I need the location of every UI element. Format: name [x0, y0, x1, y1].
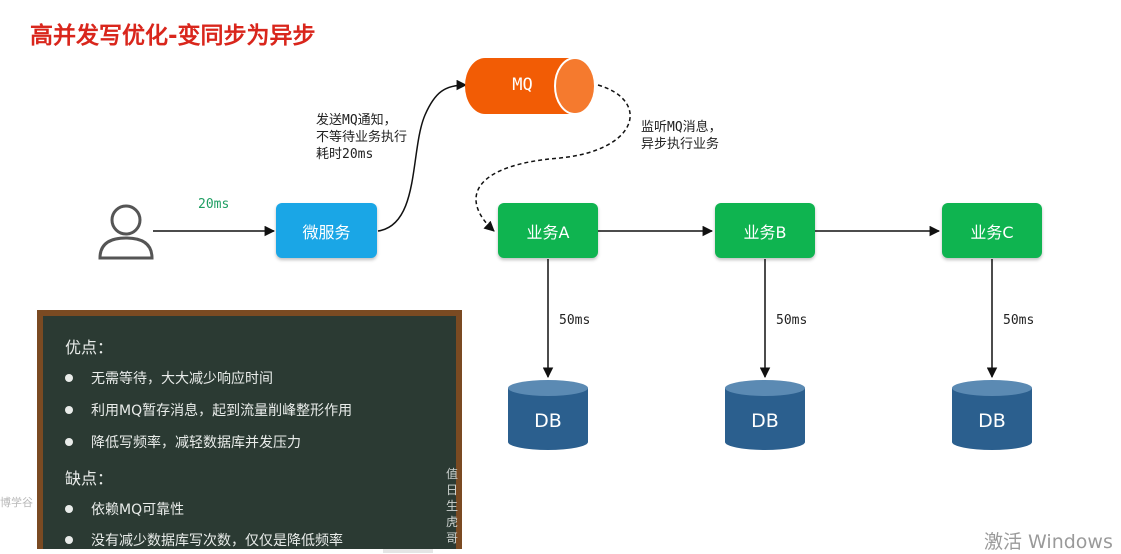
- pros-item: 降低写频率，减轻数据库并发压力: [65, 432, 301, 452]
- label-b-to-db: 50ms: [776, 313, 808, 328]
- db-cylinder-c: [952, 380, 1032, 450]
- label-send-mq-1: 发送MQ通知，: [316, 113, 397, 128]
- board-signature: 值日生虎哥: [445, 467, 458, 545]
- watermark-left: 博学谷: [0, 496, 33, 509]
- chalk-piece: [383, 549, 433, 553]
- label-send-mq-3: 耗时20ms: [316, 147, 374, 162]
- db-cylinder-a: [508, 380, 588, 450]
- mq-queue: [465, 57, 596, 115]
- pros-cons-board: 优点： 无需等待，大大减少响应时间 利用MQ暂存消息，起到流量削峰整形作用 降低…: [37, 310, 462, 553]
- bullet-icon: [65, 505, 73, 513]
- business-c-label: 业务C: [970, 222, 1014, 242]
- db-c-label: DB: [978, 410, 1006, 432]
- label-listen-1: 监听MQ消息，: [641, 120, 722, 135]
- db-a-label: DB: [534, 410, 562, 432]
- microservice-node: 微服务: [276, 203, 377, 258]
- business-c-node: 业务C: [942, 203, 1042, 258]
- cons-heading: 缺点：: [65, 469, 114, 488]
- label-a-to-db: 50ms: [559, 313, 591, 328]
- cons-item: 依赖MQ可靠性: [65, 499, 184, 519]
- microservice-label: 微服务: [302, 222, 351, 242]
- user-icon: [98, 204, 154, 260]
- business-b-label: 业务B: [743, 222, 787, 242]
- business-a-label: 业务A: [526, 222, 570, 242]
- pros-heading: 优点：: [65, 338, 114, 357]
- pros-item: 利用MQ暂存消息，起到流量削峰整形作用: [65, 400, 352, 420]
- db-cylinder-b: [725, 380, 805, 450]
- mq-label: MQ: [512, 75, 533, 95]
- windows-activation-watermark: 激活 Windows: [984, 531, 1113, 553]
- bullet-icon: [65, 406, 73, 414]
- business-a-node: 业务A: [498, 203, 598, 258]
- label-send-mq-2: 不等待业务执行: [316, 130, 408, 145]
- bullet-icon: [65, 536, 73, 544]
- business-b-node: 业务B: [715, 203, 815, 258]
- bullet-icon: [65, 438, 73, 446]
- db-b-label: DB: [751, 410, 779, 432]
- arrow-mq-to-business-a: [475, 84, 631, 232]
- bullet-icon: [65, 374, 73, 382]
- pros-item: 无需等待，大大减少响应时间: [65, 368, 273, 388]
- cons-item: 没有减少数据库写次数，仅仅是降低频率: [65, 530, 343, 550]
- arrow-service-to-mq: [377, 79, 468, 232]
- label-c-to-db: 50ms: [1003, 313, 1035, 328]
- page-title: 高并发写优化-变同步为异步: [30, 23, 316, 49]
- label-listen-2: 异步执行业务: [641, 137, 720, 152]
- label-user-to-service: 20ms: [198, 197, 230, 212]
